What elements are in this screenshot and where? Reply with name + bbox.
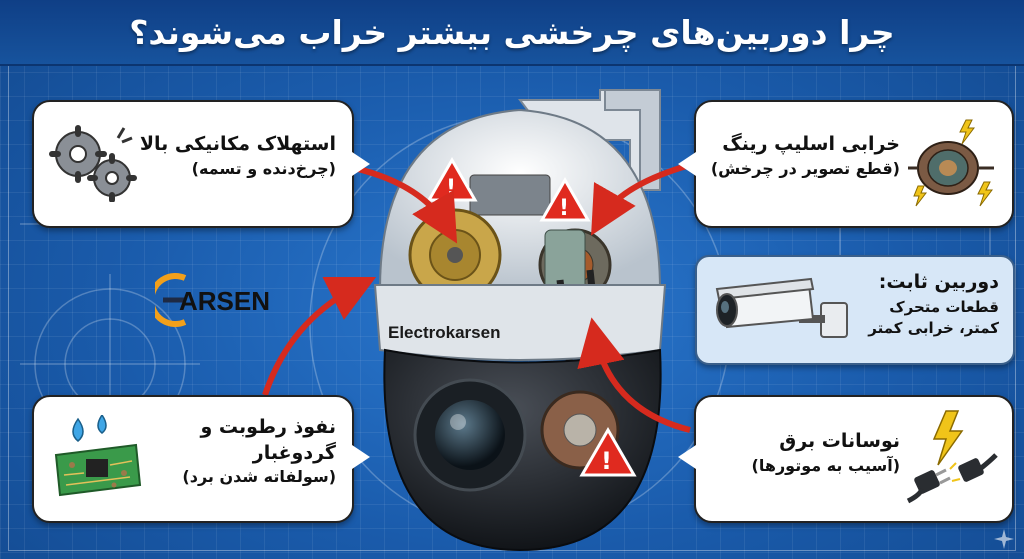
- card-fixed-camera: دوربین ثابت: قطعات متحرک کمتر، خرابی کمت…: [695, 255, 1015, 365]
- card-title: نوسانات برق: [779, 430, 900, 452]
- card-subtitle: (آسیب به موتورها): [751, 455, 900, 475]
- warning-icon: !: [539, 176, 591, 222]
- card-pointer: [678, 152, 696, 176]
- card-title-line2: گردوغبار: [252, 441, 336, 464]
- svg-text:!: !: [559, 196, 569, 221]
- card-title: دوربین ثابت:: [878, 271, 999, 293]
- svg-text:!: !: [446, 176, 456, 201]
- bullet-camera-icon: [715, 277, 848, 338]
- warning-icon: !: [579, 427, 637, 477]
- page-title: چرا دوربین‌های چرخشی بیشتر خراب می‌شوند؟: [129, 12, 895, 52]
- logo-text: ARSEN: [179, 286, 270, 316]
- card-subtitle: (چرخ‌دنده و تسمه): [191, 158, 336, 178]
- card-pointer: [352, 152, 370, 176]
- card-pointer: [352, 445, 370, 469]
- karsen-logo: ARSEN: [148, 270, 290, 330]
- card-pointer: [678, 445, 696, 469]
- card-slip-ring: خرابی اسلیپ رینگ (قطع تصویر در چرخش): [678, 100, 1014, 228]
- card-title-line1: نفوذ رطوبت و: [200, 416, 336, 438]
- card-moisture-dust: نفوذ رطوبت و گردوغبار (سولفاته شدن برد): [32, 395, 370, 523]
- card-subtitle: (قطع تصویر در چرخش): [710, 158, 900, 178]
- card-line1: قطعات متحرک: [889, 297, 999, 316]
- title-bar: چرا دوربین‌های چرخشی بیشتر خراب می‌شوند؟: [0, 0, 1024, 66]
- card-title: خرابی اسلیپ رینگ: [722, 133, 900, 155]
- circuit-board-water-icon: [54, 415, 142, 497]
- card-power-surge: نوسانات برق (آسیب به موتورها): [678, 395, 1014, 523]
- card-line2: کمتر، خرابی کمتر: [868, 319, 999, 338]
- sparkle-icon: [994, 529, 1014, 549]
- card-mechanical-wear: استهلاک مکانیکی بالا (چرخ‌دنده و تسمه): [32, 100, 370, 228]
- card-subtitle: (سولفاته شدن برد): [182, 467, 336, 487]
- slip-ring-icon: [908, 119, 994, 207]
- camera-brand-label: Electrokarsen: [388, 323, 500, 342]
- gears-icon: [49, 125, 137, 202]
- card-title: استهلاک مکانیکی بالا: [139, 133, 336, 155]
- svg-text:!: !: [601, 447, 612, 475]
- power-plug-lightning-icon: [906, 410, 998, 504]
